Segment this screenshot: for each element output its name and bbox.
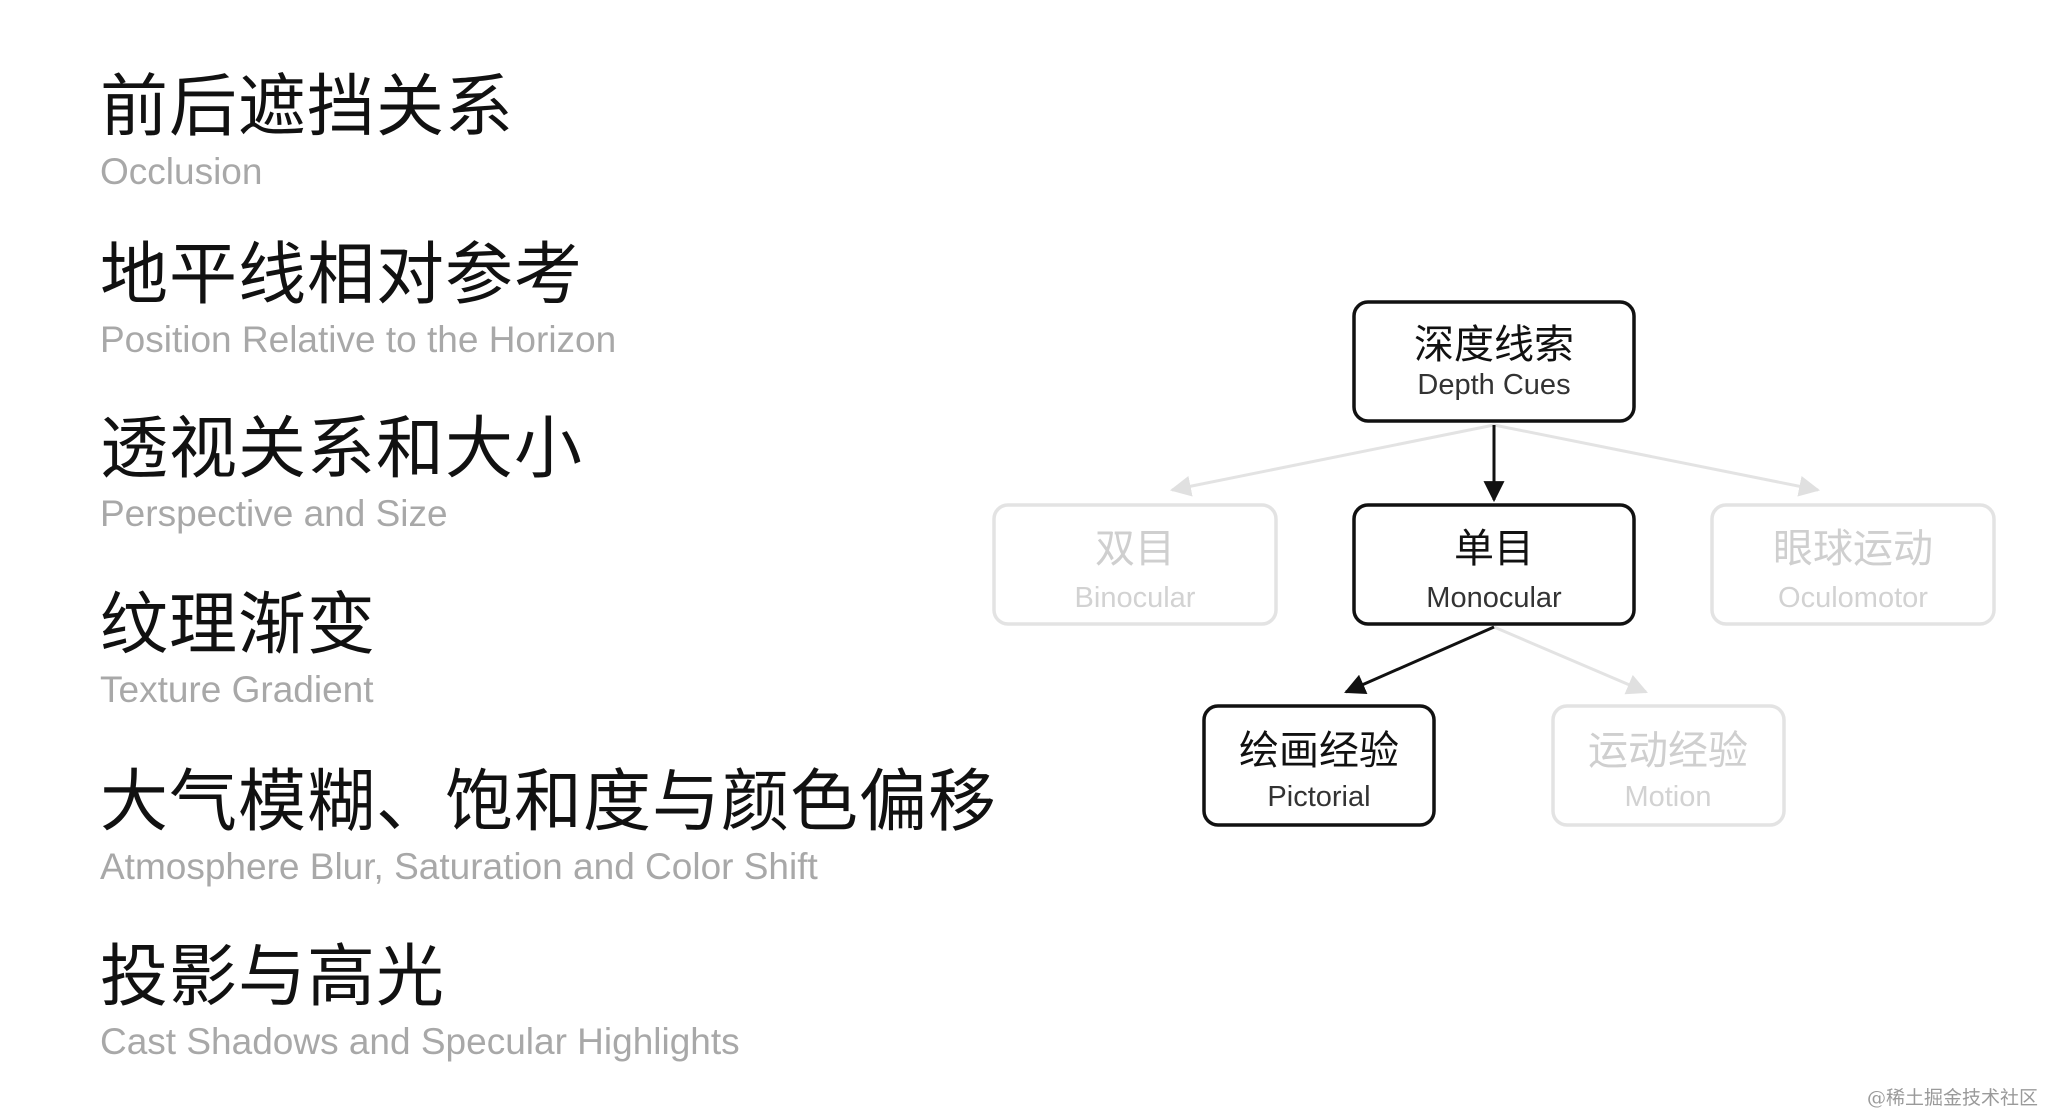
cue-title-zh: 投影与高光 [100, 938, 446, 1017]
cue-subtitle-en: Texture Gradient [100, 669, 374, 710]
node-label-zh: 眼球运动 [1773, 526, 1933, 572]
cue-subtitle-en: Position Relative to the Horizon [100, 319, 617, 360]
node-binocular: 双目 Binocular [992, 503, 1278, 626]
cue-atmosphere: 大气模糊、饱和度与颜色偏移 Atmosphere Blur, Saturatio… [100, 763, 997, 889]
node-label-en: Oculomotor [1778, 582, 1928, 614]
cue-title-zh: 地平线相对参考 [100, 236, 584, 315]
node-label-en: Motion [1624, 781, 1711, 813]
node-motion: 运动经验 Motion [1551, 704, 1786, 827]
node-label-zh: 双目 [1095, 526, 1175, 572]
cue-subtitle-en: Occlusion [100, 151, 263, 192]
edge-monocular-motion [1493, 625, 1648, 695]
node-label-zh: 绘画经验 [1239, 728, 1399, 774]
node-pictorial: 绘画经验 Pictorial [1202, 704, 1436, 827]
node-depth-cues: 深度线索 Depth Cues [1352, 300, 1636, 423]
node-label-en: Pictorial [1267, 781, 1370, 813]
cue-occlusion: 前后遮挡关系 Occlusion [100, 68, 514, 194]
node-monocular: 单目 Monocular [1352, 503, 1636, 626]
cue-horizon: 地平线相对参考 Position Relative to the Horizon [100, 236, 616, 362]
edge-root-oculomotor [1493, 423, 1821, 497]
cue-title-zh: 大气模糊、饱和度与颜色偏移 [100, 763, 998, 842]
cue-texture: 纹理渐变 Texture Gradient [100, 586, 376, 712]
node-label-en: Depth Cues [1417, 369, 1570, 401]
edge-root-binocular [1169, 423, 1495, 497]
cue-perspective: 透视关系和大小 Perspective and Size [100, 410, 583, 536]
watermark: @稀土掘金技术社区 [1866, 1087, 2038, 1109]
node-label-zh: 单目 [1454, 526, 1534, 572]
node-label-zh: 深度线索 [1414, 322, 1574, 368]
cue-title-zh: 纹理渐变 [100, 586, 377, 665]
node-oculomotor: 眼球运动 Oculomotor [1710, 503, 1996, 626]
edge-monocular-pictorial [1344, 625, 1495, 695]
node-label-en: Monocular [1426, 582, 1562, 614]
cue-title-zh: 前后遮挡关系 [100, 68, 515, 147]
cue-shadows: 投影与高光 Cast Shadows and Specular Highligh… [100, 938, 740, 1064]
cue-subtitle-en: Cast Shadows and Specular Highlights [100, 1021, 740, 1062]
node-label-en: Binocular [1075, 582, 1196, 614]
node-label-zh: 运动经验 [1588, 728, 1748, 774]
cue-subtitle-en: Perspective and Size [100, 493, 448, 534]
cue-title-zh: 透视关系和大小 [100, 410, 584, 489]
cue-subtitle-en: Atmosphere Blur, Saturation and Color Sh… [100, 846, 818, 887]
